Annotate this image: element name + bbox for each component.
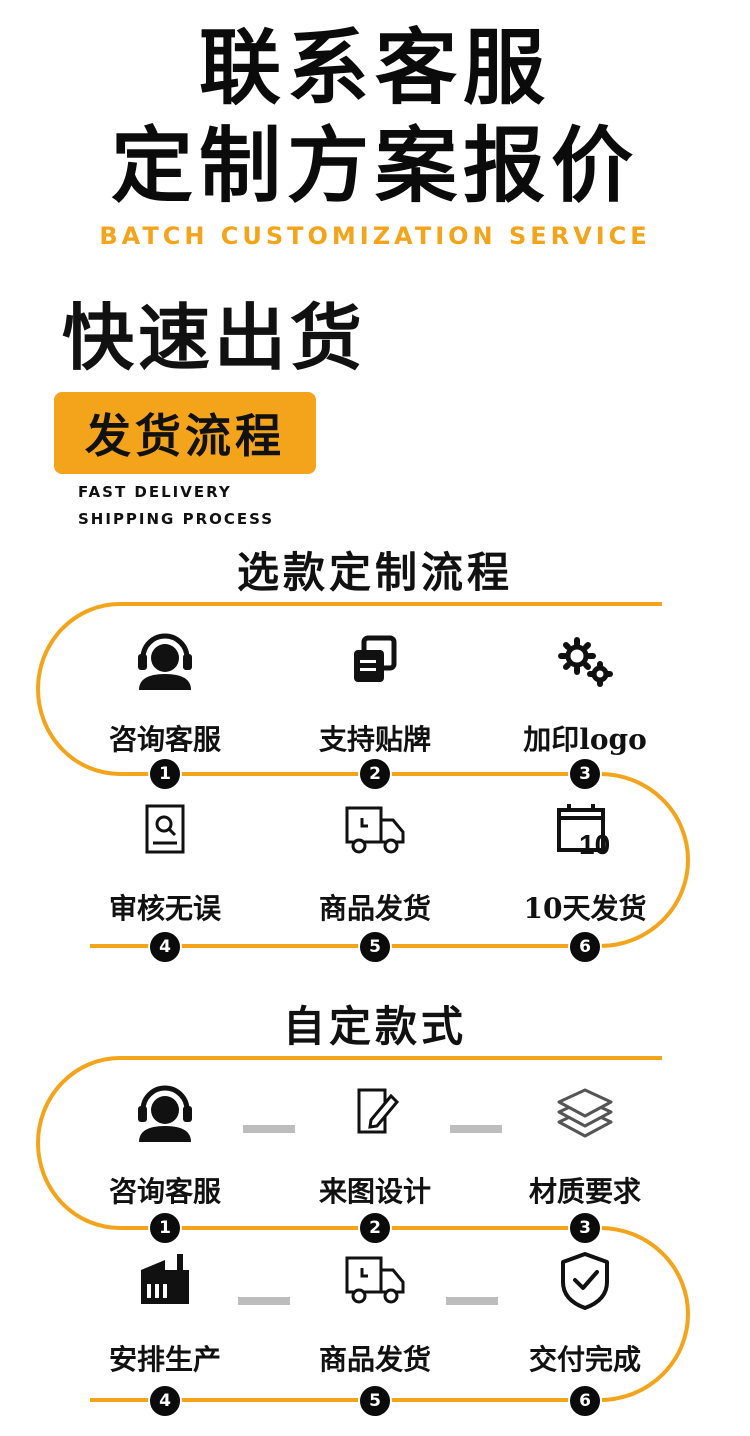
shipping-process-tag: 发货流程 bbox=[54, 392, 316, 474]
headset-person-icon bbox=[125, 622, 205, 702]
process2-step-5-badge: 5 bbox=[358, 1384, 392, 1418]
stacked-cards-icon bbox=[335, 622, 415, 702]
gears-icon bbox=[545, 622, 625, 702]
process1-step-5-label: 商品发货 bbox=[318, 892, 431, 925]
process2-step-1-badge: 1 bbox=[148, 1211, 182, 1245]
svg-text:10: 10 bbox=[579, 829, 610, 860]
process2-step-3-label: 材质要求 bbox=[528, 1175, 641, 1208]
fast-en-line-2: SHIPPING PROCESS bbox=[78, 510, 275, 528]
shield-check-icon bbox=[545, 1242, 625, 1322]
process1-step-1-badge: 1 bbox=[148, 757, 182, 791]
process1-step-5-badge: 5 bbox=[358, 930, 392, 964]
process1-step-4-label: 审核无误 bbox=[108, 892, 221, 925]
step-connector bbox=[238, 1297, 290, 1305]
step-connector bbox=[450, 1125, 502, 1133]
process2-step-1-label: 咨询客服 bbox=[108, 1175, 221, 1208]
tag-label: 发货流程 bbox=[85, 409, 285, 463]
step-connector bbox=[446, 1297, 498, 1305]
delivery-truck-icon bbox=[335, 1242, 415, 1322]
calendar-10-icon: 10 bbox=[545, 792, 625, 872]
subtitle-en: BATCH CUSTOMIZATION SERVICE bbox=[99, 222, 651, 250]
process2-step-2-badge: 2 bbox=[358, 1211, 392, 1245]
process2-step-2-label: 来图设计 bbox=[318, 1175, 431, 1208]
process2-step-3-badge: 3 bbox=[568, 1211, 602, 1245]
process2-step-6-badge: 6 bbox=[568, 1384, 602, 1418]
process1-step-2-badge: 2 bbox=[358, 757, 392, 791]
title-line-1: 联系客服 bbox=[198, 21, 551, 116]
fast-en-line-1: FAST DELIVERY bbox=[78, 483, 232, 501]
process1-step-3-badge: 3 bbox=[568, 757, 602, 791]
process2-title: 自定款式 bbox=[282, 1002, 467, 1051]
edit-document-icon bbox=[335, 1074, 415, 1154]
delivery-truck-icon bbox=[335, 792, 415, 872]
process1-step-6-badge: 6 bbox=[568, 930, 602, 964]
process1-title: 选款定制流程 bbox=[236, 548, 513, 597]
process1-step-6-label: 10天发货 bbox=[523, 892, 647, 925]
layers-icon bbox=[545, 1074, 625, 1154]
process1-step-1-label: 咨询客服 bbox=[108, 723, 221, 756]
process1-step-2-label: 支持贴牌 bbox=[318, 723, 431, 756]
title-line-2: 定制方案报价 bbox=[110, 119, 639, 214]
process1-step-4-badge: 4 bbox=[148, 930, 182, 964]
step-connector bbox=[243, 1125, 295, 1133]
document-search-icon bbox=[125, 792, 205, 872]
process2-step-5-label: 商品发货 bbox=[318, 1343, 431, 1376]
factory-icon bbox=[125, 1242, 205, 1322]
process2-step-4-label: 安排生产 bbox=[108, 1343, 221, 1376]
headset-person-icon bbox=[125, 1074, 205, 1154]
fast-heading: 快速出货 bbox=[62, 296, 367, 380]
process2-step-4-badge: 4 bbox=[148, 1384, 182, 1418]
process1-step-3-label: 加印logo bbox=[523, 723, 647, 756]
process2-step-6-label: 交付完成 bbox=[528, 1343, 641, 1376]
